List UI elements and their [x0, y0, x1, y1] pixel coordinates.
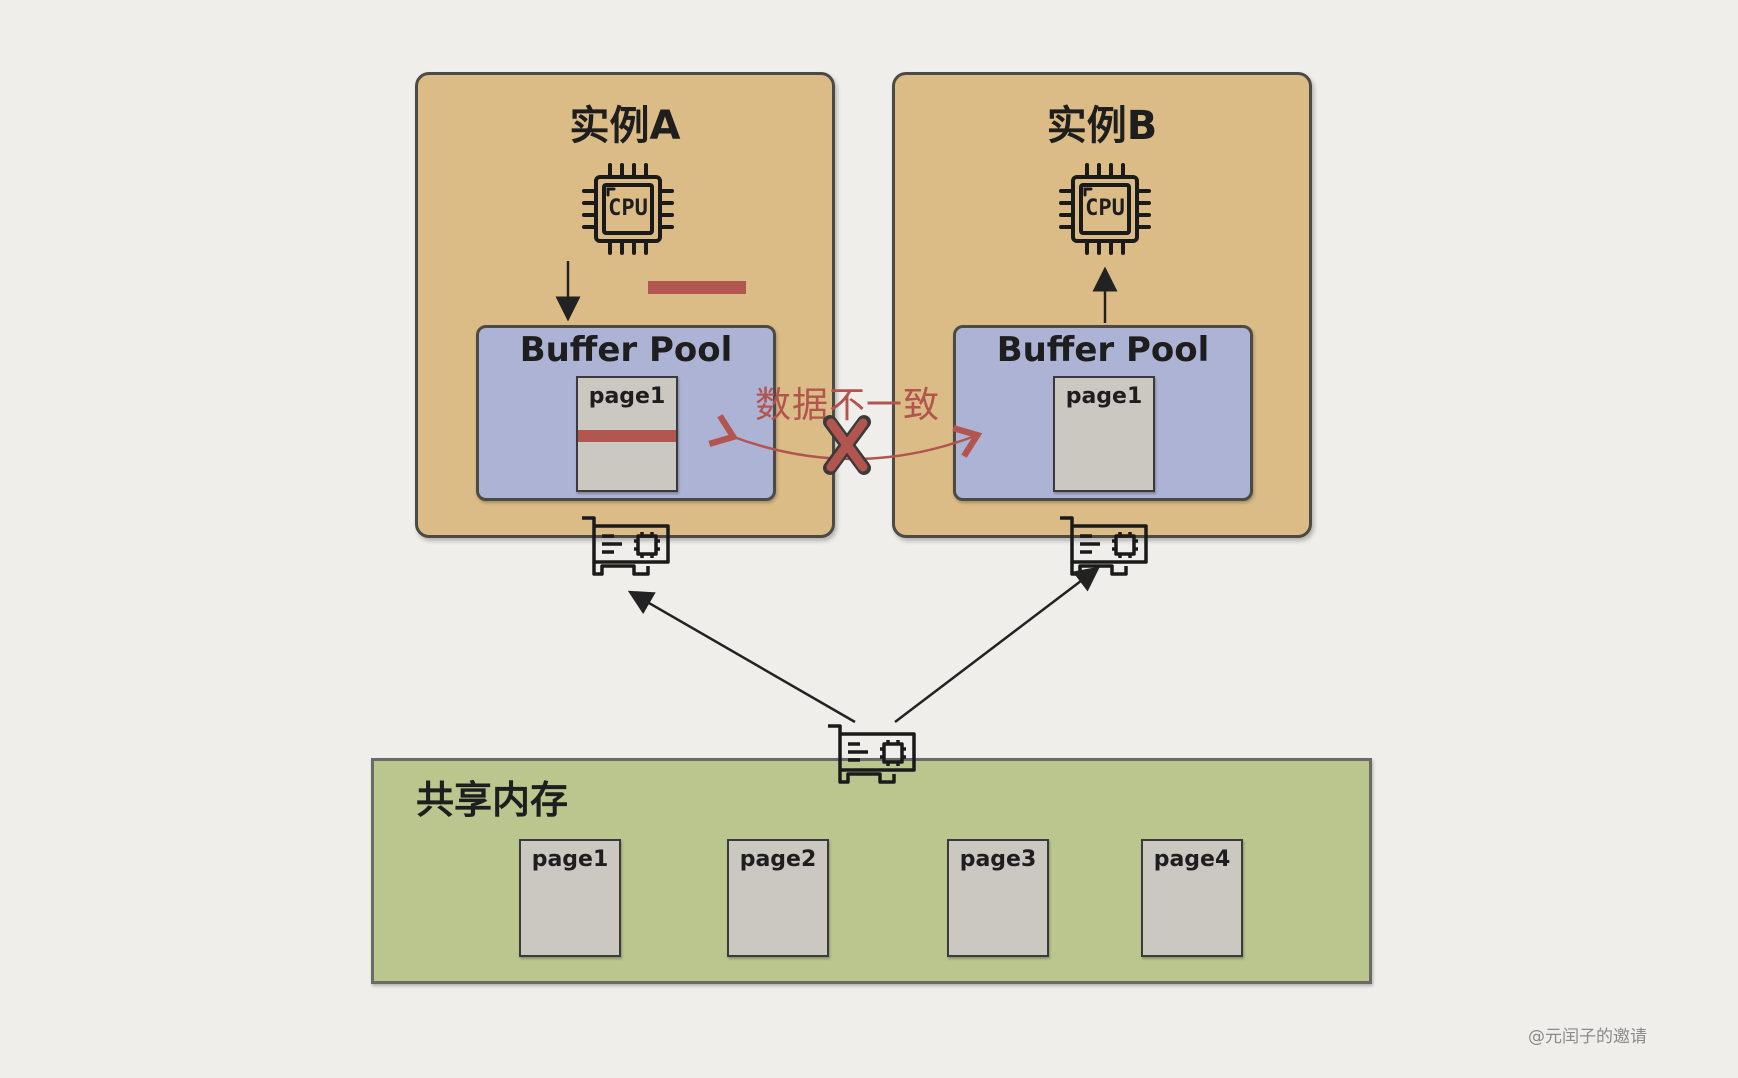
shared-page: page3	[947, 839, 1049, 957]
shared-page: page4	[1141, 839, 1243, 957]
cpu-label: CPU	[1085, 196, 1125, 221]
page-label: page1	[588, 384, 666, 409]
page-label: page1	[531, 847, 609, 872]
buffer-pool-b: Buffer Pool page1	[953, 325, 1253, 501]
page-label: page3	[959, 847, 1037, 872]
watermark: @元闰子的邀请	[1528, 1027, 1647, 1047]
page-label: page4	[1153, 847, 1231, 872]
buffer-pool-a: Buffer Pool page1	[476, 325, 776, 501]
shared-page: page2	[727, 839, 829, 957]
buffer-page: page1	[1053, 376, 1155, 492]
instance-b-title: 实例B	[1046, 103, 1158, 149]
shared-memory-title: 共享内存	[416, 778, 569, 822]
page-label: page1	[1065, 384, 1143, 409]
buffer-to-cpu-arrow	[1092, 266, 1118, 323]
cpu-icon: CPU	[580, 161, 676, 257]
shared-memory-panel: 共享内存 page1 page2 page3 page4	[371, 758, 1372, 984]
cpu-label: CPU	[608, 196, 648, 221]
network-card-icon	[824, 722, 920, 786]
instance-a-panel: 实例A CPU Buffer Pool page1	[415, 72, 835, 538]
cpu-icon: CPU	[1057, 161, 1153, 257]
dirty-row-highlight	[578, 430, 676, 442]
cpu-to-buffer-arrow	[555, 261, 581, 322]
page-label: page2	[739, 847, 817, 872]
network-card-icon	[1056, 514, 1152, 578]
buffer-pool-title: Buffer Pool	[519, 330, 733, 370]
buffer-pool-title: Buffer Pool	[996, 330, 1210, 370]
instance-b-panel: 实例B CPU Buffer Pool page1	[892, 72, 1312, 538]
network-card-icon	[578, 514, 674, 578]
dirty-write-marker	[648, 281, 746, 294]
cross-icon	[823, 415, 871, 475]
buffer-page: page1	[576, 376, 678, 492]
shared-page: page1	[519, 839, 621, 957]
instance-a-title: 实例A	[569, 103, 681, 149]
